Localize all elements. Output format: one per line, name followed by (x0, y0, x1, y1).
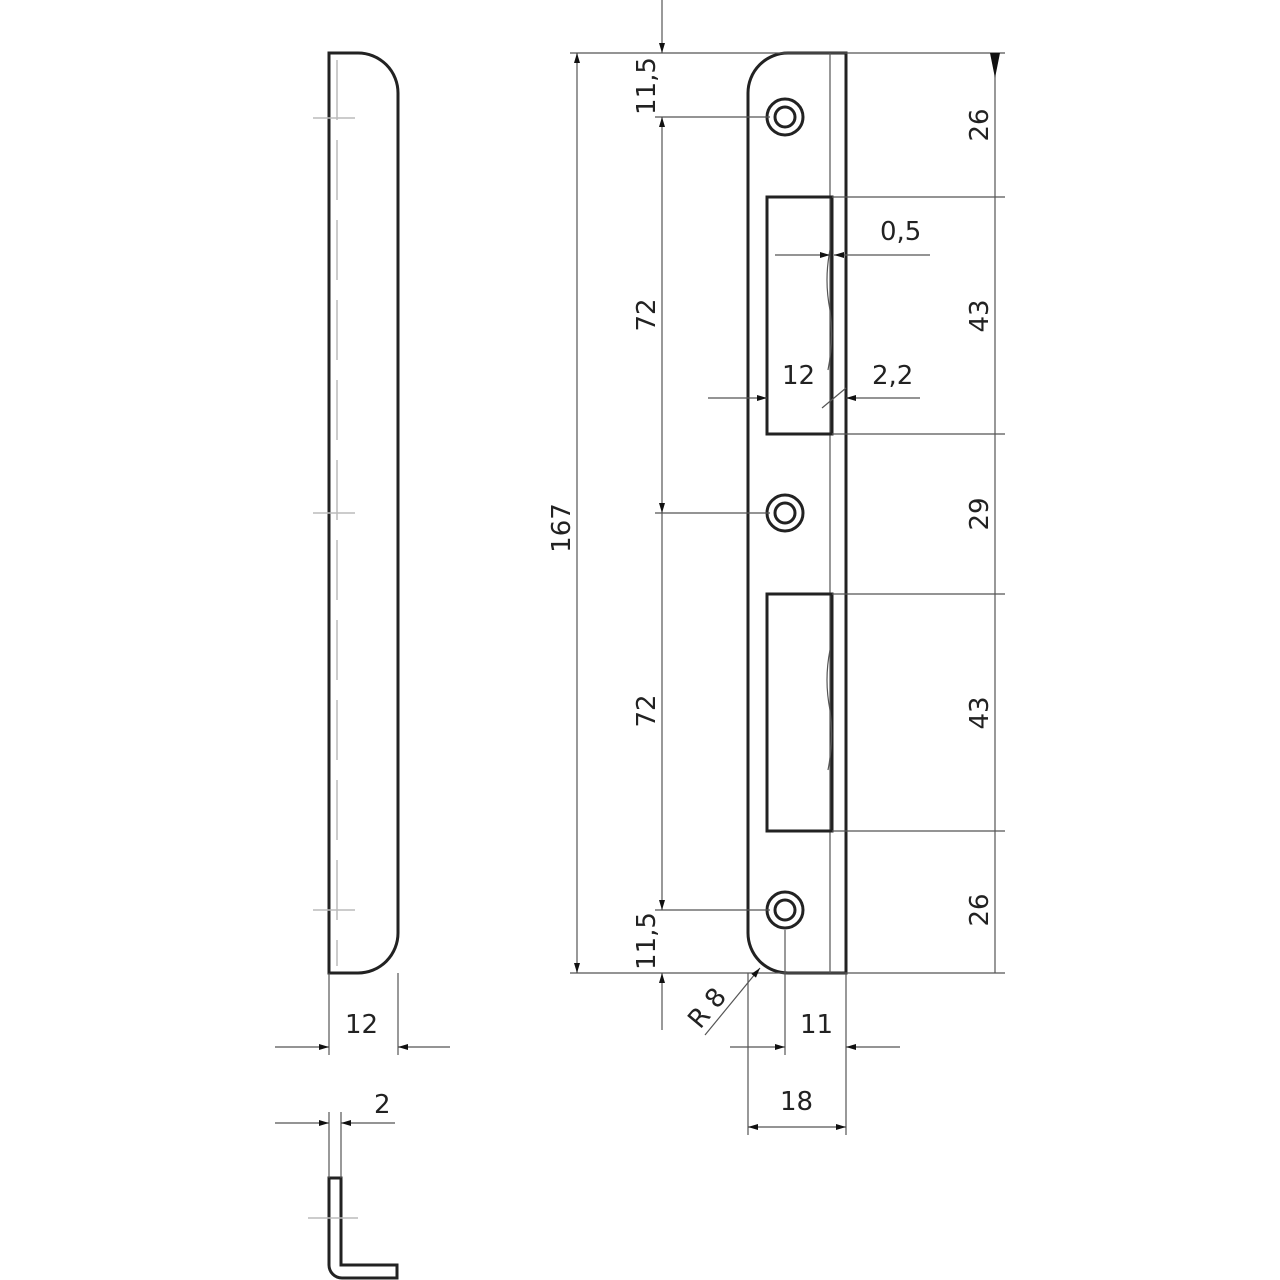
screw-hole-middle (765, 493, 805, 533)
dim-side-width: 12 (345, 1010, 378, 1040)
dim-right-5: 26 (965, 893, 995, 926)
screw-hole-top (765, 97, 805, 137)
front-view (746, 51, 848, 975)
dim-right-2: 43 (965, 299, 995, 332)
dim-thickness: 2 (374, 1090, 391, 1120)
dim-overall-length: 167 (547, 503, 577, 553)
dim-right-4: 43 (965, 696, 995, 729)
dim-slot-offset: 0,5 (880, 217, 921, 247)
side-view (275, 51, 450, 1055)
dim-plate-width: 18 (780, 1087, 813, 1117)
dim-hole-offset-top: 11,5 (632, 57, 662, 115)
dim-right-1: 26 (965, 108, 995, 141)
dim-lip-offset: 2,2 (872, 361, 913, 391)
dim-hole-center-offset: 11 (800, 1010, 833, 1040)
section-profile (275, 1112, 399, 1280)
dim-right-3: 29 (965, 497, 995, 530)
dim-hole-offset-bottom: 11,5 (632, 912, 662, 970)
dim-slot-width: 12 (782, 361, 815, 391)
extension-lines (570, 52, 1005, 1135)
dim-radius: R 8 (682, 982, 733, 1034)
dim-hole-spacing-lower: 72 (632, 694, 662, 727)
dim-hole-spacing-upper: 72 (632, 298, 662, 331)
screw-hole-bottom (765, 890, 805, 930)
